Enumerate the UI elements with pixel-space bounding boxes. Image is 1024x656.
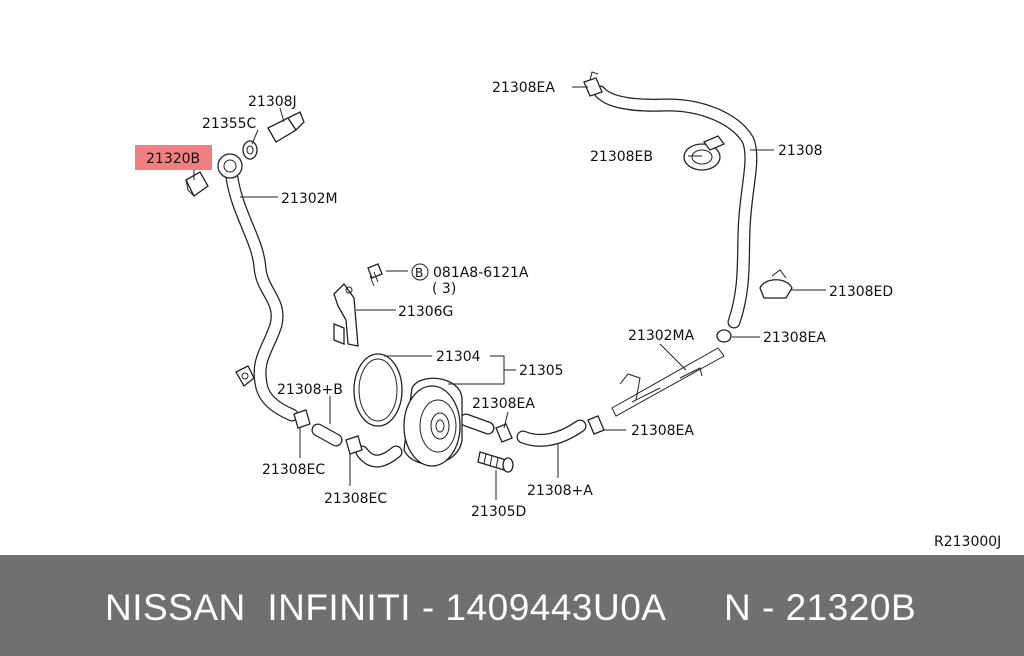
hose-21302M bbox=[225, 171, 299, 422]
label-21308EA-right: 21308EA bbox=[631, 423, 694, 439]
label-21308ED: 21308ED bbox=[829, 284, 893, 300]
label-21308EA-mid: 21308EA bbox=[763, 330, 826, 346]
oil-cooler-21305 bbox=[403, 377, 463, 467]
cap-21320B bbox=[185, 171, 209, 197]
label-21308EA-low: 21308EA bbox=[472, 396, 535, 412]
footer-bar: NISSAN INFINITI - 1409443U0A N - 21320B bbox=[0, 555, 1024, 656]
tube-21302MA bbox=[611, 347, 725, 417]
bracket-21306G bbox=[333, 282, 359, 347]
bolt-mark-circle bbox=[411, 263, 429, 281]
label-21308EB: 21308EB bbox=[590, 149, 653, 165]
clamp-21308EA-right bbox=[587, 415, 605, 435]
label-21308EC-mid: 21308EC bbox=[324, 491, 387, 507]
hose-21308A bbox=[516, 419, 587, 447]
label-21308EC-left: 21308EC bbox=[262, 462, 325, 478]
label-reference: R213000J bbox=[934, 534, 1001, 550]
hose-outlet bbox=[355, 445, 403, 468]
label-21320B: 21320B bbox=[146, 151, 200, 167]
washer-21355C bbox=[242, 140, 258, 160]
label-21304: 21304 bbox=[436, 349, 481, 365]
sensor-21308J bbox=[267, 111, 305, 143]
label-21308J: 21308J bbox=[248, 94, 297, 110]
footer-brand-part-number: NISSAN INFINITI - 1409443U0A bbox=[105, 587, 667, 628]
label-21308EA-top: 21308EA bbox=[492, 80, 555, 96]
clamp-21308EC-left bbox=[293, 409, 311, 429]
label-21308A: 21308+A bbox=[527, 483, 593, 499]
clamp-21308EA-low bbox=[495, 423, 513, 443]
label-081A8-6121A: 081A8-6121A bbox=[433, 265, 529, 281]
footer-diagram-part-number: N - 21320B bbox=[724, 587, 917, 628]
bolt-mark-letter: B bbox=[415, 266, 423, 280]
clamp-21308EC-mid bbox=[345, 435, 363, 455]
o-ring-21304 bbox=[353, 353, 403, 427]
hose-21308B bbox=[311, 423, 343, 447]
label-21305: 21305 bbox=[519, 363, 564, 379]
label-21355C: 21355C bbox=[202, 116, 257, 132]
clamp-21308ED bbox=[759, 269, 793, 299]
hose-inlet bbox=[459, 413, 495, 435]
hose-21308 bbox=[593, 85, 758, 329]
label-21308B: 21308+B bbox=[277, 382, 343, 398]
connector-21305D bbox=[477, 451, 514, 473]
label-21302MA: 21302MA bbox=[628, 328, 695, 344]
clamp-21308EA-top bbox=[583, 71, 603, 97]
leader-lines bbox=[193, 86, 826, 500]
clamp-21308EA-mid bbox=[716, 329, 732, 343]
clamp-21308EB bbox=[683, 135, 726, 171]
highlight-21320B bbox=[135, 145, 212, 170]
label-21302M: 21302M bbox=[281, 191, 338, 207]
label-21308: 21308 bbox=[778, 143, 823, 159]
label-21306G: 21306G bbox=[398, 304, 453, 320]
label-21305D: 21305D bbox=[471, 504, 526, 520]
parts-diagram: B 21308J 21355C 21320B 21302M 21308EA 21… bbox=[135, 71, 1001, 550]
label-081A8-qty: ( 3) bbox=[432, 281, 456, 297]
banjo-fitting bbox=[217, 153, 243, 179]
bolt-081A8 bbox=[367, 263, 383, 287]
bracket-lug bbox=[235, 365, 255, 387]
